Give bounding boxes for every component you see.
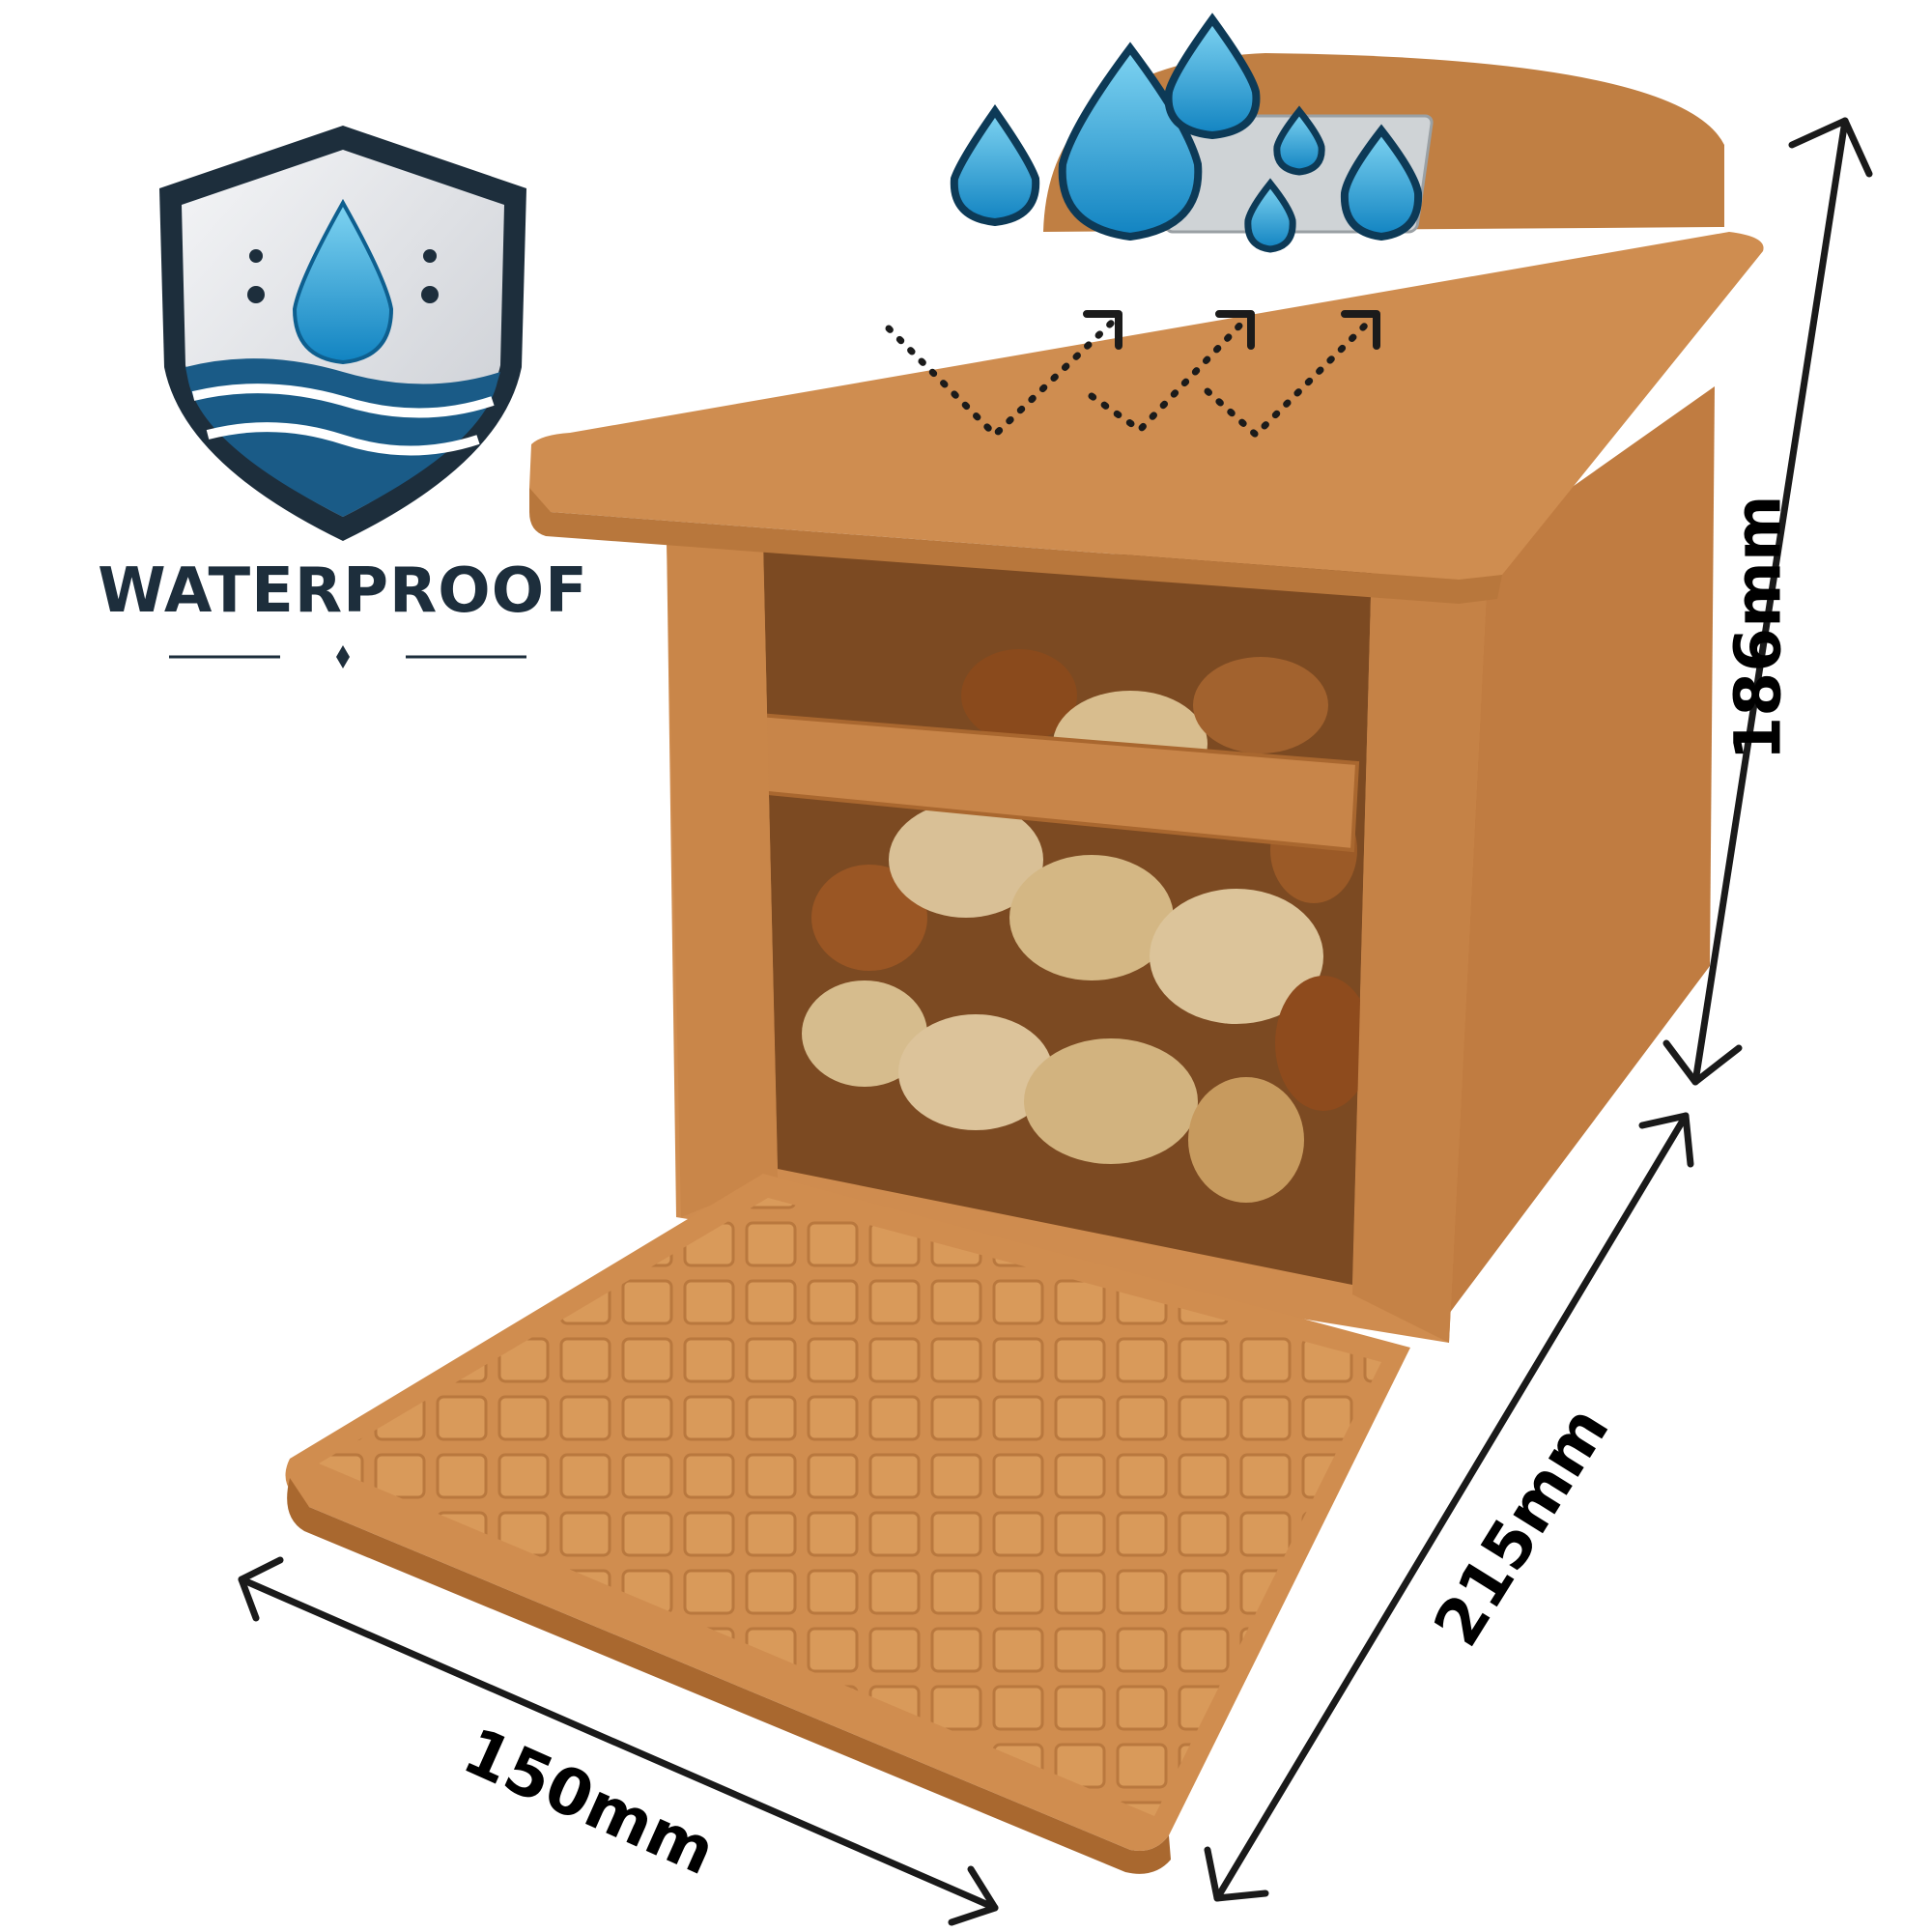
badge-underline (169, 645, 526, 668)
feeder-body (285, 53, 1764, 1874)
runoff-arrows-icon (885, 315, 1376, 440)
depth-dimension-arrow (1204, 1112, 1694, 1902)
width-dimension-arrow (238, 1556, 999, 1926)
waterproof-label: WATERPROOF (98, 555, 588, 627)
tray-grip-pattern (319, 1198, 1381, 1816)
shield-icon (159, 126, 526, 541)
height-dimension-label: 186mm (1720, 495, 1796, 761)
water-drop-icon (292, 198, 394, 365)
height-dimension-arrow (1662, 117, 1873, 1086)
water-drops-icon (950, 13, 1423, 253)
